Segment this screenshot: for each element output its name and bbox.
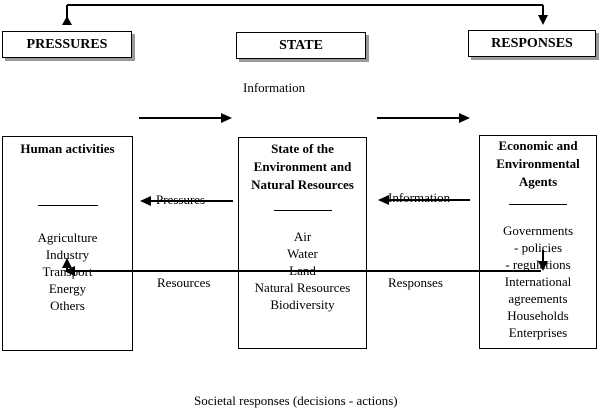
pressures-header-label: PRESSURES: [26, 36, 108, 52]
state-environment-title: State of the Environment and Natural Res…: [239, 140, 366, 194]
feedback-arrowhead-left: [62, 16, 72, 25]
agents-title-line: Economic and: [498, 138, 578, 153]
resources-label: Resources: [157, 275, 211, 290]
list-item: International: [504, 274, 572, 289]
pressures-to-state-arrowhead: [221, 113, 232, 123]
agents-list: Governments - policies - regulations Int…: [480, 222, 596, 341]
agents-title-line: Environmental: [496, 156, 580, 171]
human-activities-box: Human activities Agriculture Industry Tr…: [2, 136, 133, 351]
responses-down-arrowhead: [538, 261, 548, 271]
state-environment-box: State of the Environment and Natural Res…: [238, 137, 367, 349]
state-header: STATE: [236, 32, 366, 59]
list-item: agreements: [508, 291, 568, 306]
societal-responses-label: Societal responses (decisions - actions): [194, 393, 398, 408]
list-item: - policies: [513, 240, 562, 255]
responses-label: Responses: [388, 275, 443, 290]
state-title-line: Natural Resources: [251, 177, 354, 192]
state-environment-divider: [273, 210, 332, 211]
pressures-header: PRESSURES: [2, 31, 132, 58]
agents-divider: [509, 204, 567, 205]
state-title-line: State of the: [271, 141, 334, 156]
agents-title: Economic and Environmental Agents: [480, 137, 596, 191]
state-header-label: STATE: [279, 37, 323, 53]
responses-header: RESPONSES: [468, 30, 596, 57]
human-activities-title: Human activities: [20, 141, 115, 156]
agents-box: Economic and Environmental Agents Govern…: [479, 135, 597, 349]
agents-title-line: Agents: [518, 174, 558, 189]
information-arrowhead: [378, 195, 389, 205]
feedback-arrowhead-right: [538, 15, 548, 25]
list-item: Energy: [48, 281, 87, 296]
list-item: Enterprises: [508, 325, 568, 340]
list-item: Water: [287, 246, 318, 261]
list-item: Biodiversity: [270, 297, 335, 312]
list-item: Governments: [502, 223, 574, 238]
list-item: Natural Resources: [254, 280, 351, 295]
pressures-arrowhead: [140, 196, 151, 206]
list-item: Others: [50, 298, 85, 313]
list-item: - regulations: [505, 257, 571, 272]
list-item: Industry: [45, 247, 90, 262]
information-top-label: Information: [243, 80, 306, 95]
information-mid-label: Information: [388, 190, 451, 205]
responses-header-label: RESPONSES: [491, 35, 573, 51]
pressures-arrow-label: Pressures: [156, 192, 206, 207]
human-activities-divider: [37, 205, 98, 206]
human-activities-list: Agriculture Industry Transport Energy Ot…: [3, 229, 132, 314]
state-to-responses-arrowhead: [459, 113, 470, 123]
list-item: Households: [507, 308, 569, 323]
list-item: Air: [293, 229, 312, 244]
state-title-line: Environment and: [253, 159, 352, 174]
responses-up-arrowhead: [62, 258, 72, 268]
responses-long-arrowhead: [64, 266, 75, 276]
list-item: Agriculture: [37, 230, 98, 245]
